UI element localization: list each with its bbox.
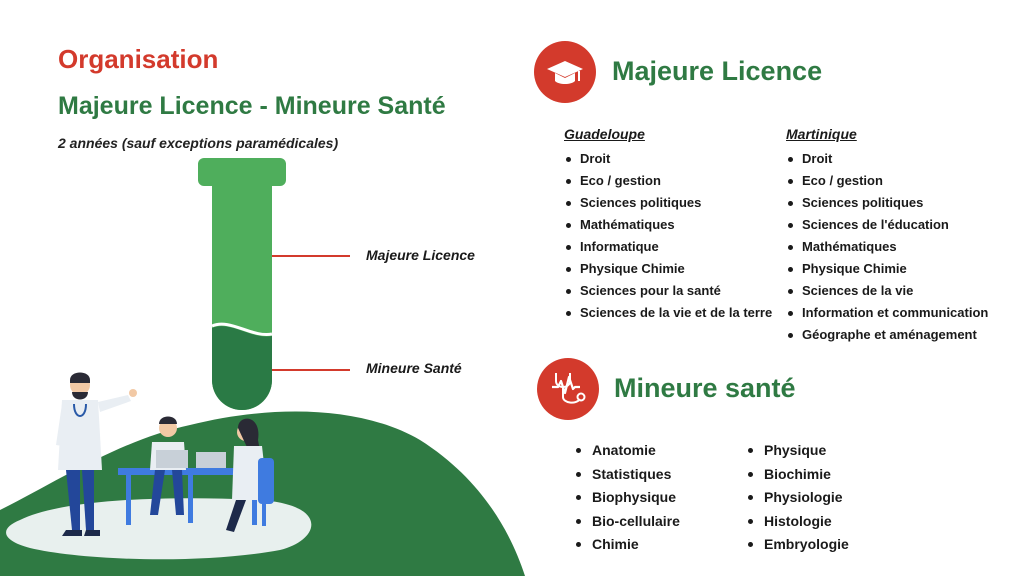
list-item: Sciences pour la santé [564,280,772,302]
test-tube-graphic [198,158,286,410]
list-item: Sciences de la vie [786,280,988,302]
list-item: Physique [746,439,849,463]
list-item: Anatomie [574,439,680,463]
mineure-right-column: Physique Biochimie Physiologie Histologi… [746,439,849,557]
list-item: Sciences de l'éducation [786,214,988,236]
seated-woman [196,418,274,532]
organisation-label: Organisation [58,44,219,74]
list-item: Sciences politiques [564,192,772,214]
page-subtitle: 2 années (sauf exceptions paramédicales) [58,135,339,151]
mineure-left-column: Anatomie Statistiques Biophysique Bio-ce… [574,439,680,557]
guadeloupe-heading: Guadeloupe [564,126,645,142]
list-item: Mathématiques [786,236,988,258]
list-item: Mathématiques [564,214,772,236]
list-item: Informatique [564,236,772,258]
tube-label-majeure: Majeure Licence [366,247,475,263]
graduation-cap-icon [534,41,596,103]
list-item: Histologie [746,510,849,534]
list-item: Droit [786,148,988,170]
list-item: Géographe et aménagement [786,324,988,346]
stethoscope-icon [537,358,599,420]
list-item: Information et communication [786,302,988,324]
guadeloupe-column: Guadeloupe Droit Eco / gestion Sciences … [564,126,772,324]
majeure-title: Majeure Licence [612,56,823,86]
list-item: Chimie [574,533,680,557]
list-item: Droit [564,148,772,170]
list-item: Biochimie [746,463,849,487]
list-item: Bio-cellulaire [574,510,680,534]
list-item: Biophysique [574,486,680,510]
list-item: Physique Chimie [786,258,988,280]
list-item: Physiologie [746,486,849,510]
tube-label-mineure: Mineure Santé [366,360,462,376]
page-title: Majeure Licence - Mineure Santé [58,92,446,120]
standing-doctor [56,372,137,536]
list-item: Sciences politiques [786,192,988,214]
mineure-title: Mineure santé [614,373,796,403]
list-item: Sciences de la vie et de la terre [564,302,772,324]
list-item: Embryologie [746,533,849,557]
martinique-column: Martinique Droit Eco / gestion Sciences … [786,126,988,346]
seated-man [150,416,188,515]
martinique-heading: Martinique [786,126,857,142]
list-item: Statistiques [574,463,680,487]
list-item: Eco / gestion [564,170,772,192]
list-item: Physique Chimie [564,258,772,280]
list-item: Eco / gestion [786,170,988,192]
